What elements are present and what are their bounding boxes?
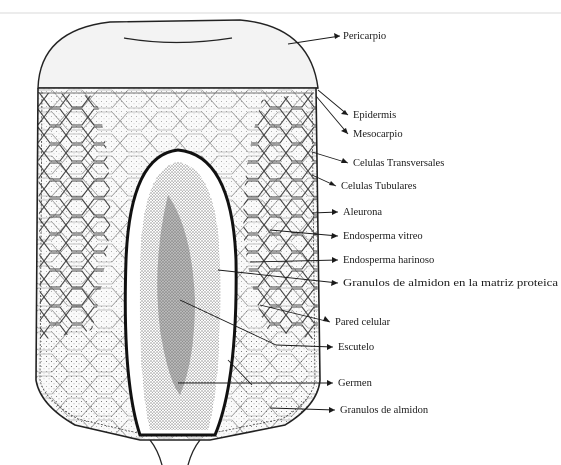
labels: Pericarpio Epidermis Mesocarpio Celulas … xyxy=(335,31,558,416)
label-escutelo: Escutelo xyxy=(338,342,374,353)
tip-cap xyxy=(150,440,200,465)
label-granulos-almidon: Granulos de almidon xyxy=(340,405,429,416)
label-epidermis: Epidermis xyxy=(353,110,396,121)
label-celulas-transversales: Celulas Transversales xyxy=(353,158,444,169)
pericarp-cap xyxy=(38,20,318,88)
label-mesocarpio: Mesocarpio xyxy=(353,129,403,140)
label-endosperma-vitreo: Endosperma vitreo xyxy=(343,231,423,242)
label-granulos-matriz: Granulos de almidon en la matriz proteic… xyxy=(343,278,558,289)
label-germen: Germen xyxy=(338,378,373,389)
label-pericarpio: Pericarpio xyxy=(343,31,386,42)
label-pared-celular: Pared celular xyxy=(335,317,391,328)
label-aleurona: Aleurona xyxy=(343,207,382,218)
label-celulas-tubulares: Celulas Tubulares xyxy=(341,181,417,192)
label-endosperma-harinoso: Endosperma harinoso xyxy=(343,255,434,266)
